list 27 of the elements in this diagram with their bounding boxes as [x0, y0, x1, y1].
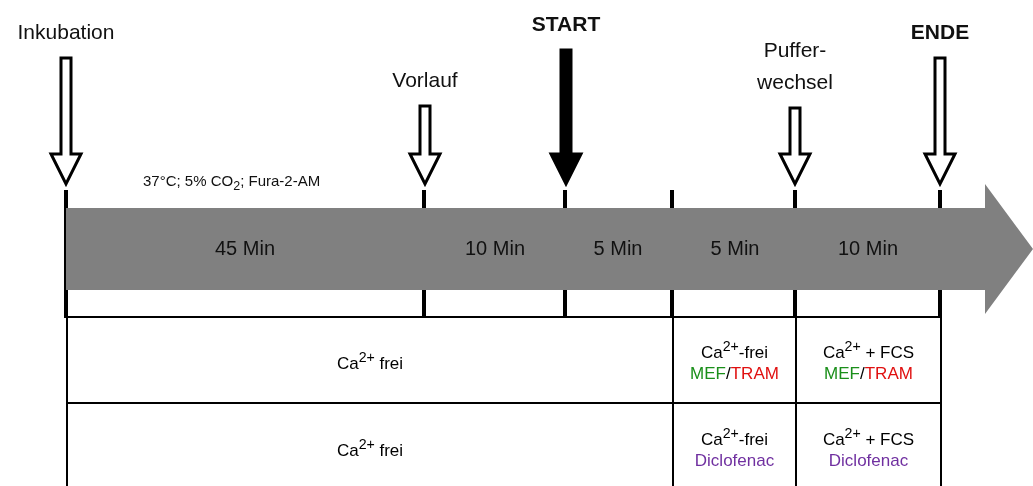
arrow [407, 104, 443, 188]
cell-text: Ca$^{2+}$-frei [700, 336, 769, 364]
arrow [48, 56, 84, 188]
substance-label: Diclofenac [828, 450, 909, 473]
duration-label: 5 Min [593, 237, 643, 260]
cell-text: Ca$^{2+}$ frei [336, 434, 404, 462]
event-label: Puffer- wechsel [755, 34, 835, 98]
duration-label: 5 Min [710, 237, 760, 260]
arrow [548, 48, 584, 188]
event-label: START [511, 8, 621, 40]
substance-label: MEF/TRAM [690, 363, 779, 386]
condition-note: 37°C; 5% CO$_{2}$; Fura-2-AM [143, 172, 321, 193]
event-label: Inkubation [6, 16, 126, 48]
duration-label: 10 Min [465, 237, 525, 260]
duration-label: 45 Min [215, 237, 275, 260]
cell-text: Ca$^{2+}$ + FCS [822, 423, 915, 451]
cell-text: Ca$^{2+}$ + FCS [822, 336, 915, 364]
table-cell [795, 316, 942, 404]
substance-label: Diclofenac [694, 450, 775, 473]
event-label: Vorlauf [375, 64, 475, 96]
duration-label: 10 Min [838, 237, 898, 260]
arrow [922, 56, 958, 188]
event-label: ENDE [895, 16, 985, 48]
cell-text: Ca$^{2+}$-frei [700, 423, 769, 451]
cell-text: Ca$^{2+}$ frei [336, 347, 404, 375]
substance-label: MEF/TRAM [824, 363, 913, 386]
arrow [777, 106, 813, 188]
